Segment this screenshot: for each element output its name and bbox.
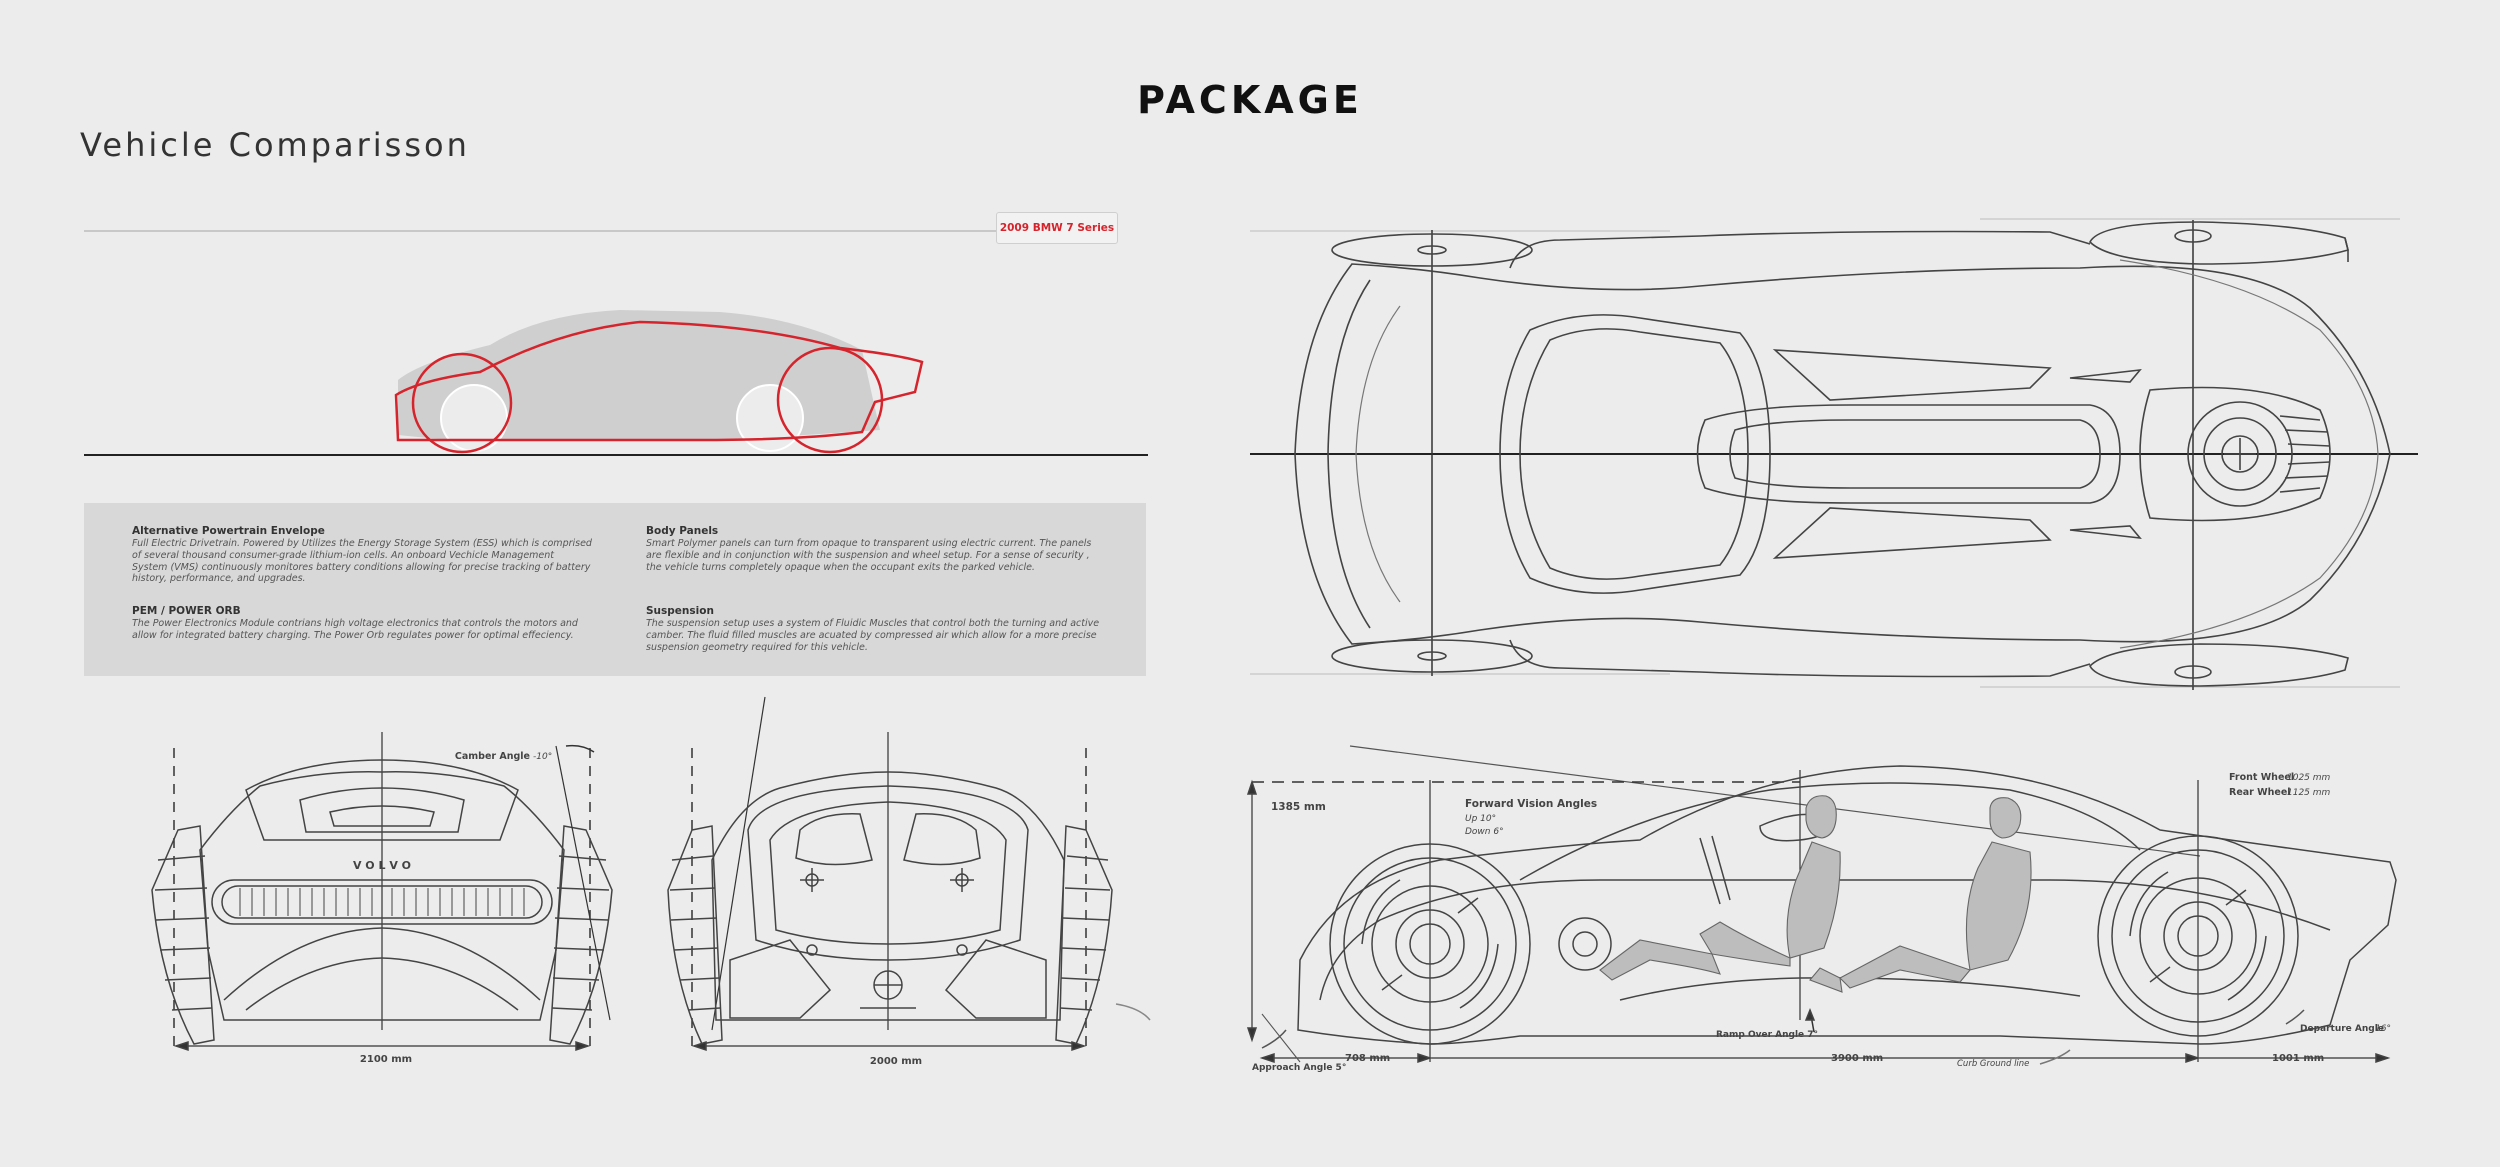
approach-angle-label: Approach Angle 5° xyxy=(1252,1063,1346,1073)
concept-car-outline xyxy=(394,320,924,442)
info-block-pem: PEM / POWER ORB The Power Electronics Mo… xyxy=(132,605,592,642)
side-front-wheel xyxy=(1329,843,1531,1045)
front-right-tire xyxy=(549,825,613,1045)
comparison-badge: 2009 BMW 7 Series xyxy=(996,212,1118,244)
wheelbase-label: 3900 mm xyxy=(1831,1053,1883,1064)
vision-down: Down 6° xyxy=(1465,827,1504,837)
front-grille xyxy=(211,879,553,925)
driver-figure xyxy=(1599,795,1841,981)
info-heading: Alternative Powertrain Envelope xyxy=(132,525,325,537)
rear-width-label: 2000 mm xyxy=(870,1056,922,1067)
concept-rear-wheel xyxy=(776,346,884,454)
top-canopy xyxy=(1499,314,1771,594)
rear-right-fender xyxy=(944,939,1047,1019)
info-block-body-panels: Body Panels Smart Polymer panels can tur… xyxy=(646,525,1106,573)
front-wheel-value: 1025 mm xyxy=(2287,773,2331,783)
vision-title: Forward Vision Angles xyxy=(1465,798,1597,810)
top-front-left-wheel xyxy=(1331,233,1533,267)
info-block-suspension: Suspension The suspension setup uses a s… xyxy=(646,605,1106,653)
info-body: Full Electric Drivetrain. Powered by Uti… xyxy=(132,538,592,585)
rear-body xyxy=(711,771,1065,1021)
info-heading: PEM / POWER ORB xyxy=(132,605,241,617)
concept-front-wheel xyxy=(411,352,513,454)
info-body: The suspension setup uses a system of Fl… xyxy=(646,618,1100,653)
front-brand-lettering: V O L V O xyxy=(353,859,411,872)
ramp-over-angle-label: Ramp Over Angle 7° xyxy=(1716,1030,1818,1040)
power-orb-top xyxy=(2187,401,2293,507)
page-title: PACKAGE xyxy=(1137,78,1363,122)
info-heading: Suspension xyxy=(646,605,714,617)
camber-angle-value: -10° xyxy=(533,752,552,762)
vision-line-up xyxy=(1349,745,2201,857)
reference-rear-wheel xyxy=(736,384,804,452)
top-rear-right-wheel xyxy=(2089,643,2349,687)
rear-overhang-label: 1001 mm xyxy=(2272,1053,2324,1064)
front-wheel-label: Front Wheel xyxy=(2229,772,2294,783)
departure-angle-label: Departure Angle xyxy=(2300,1024,2384,1034)
rear-left-fender xyxy=(729,939,832,1019)
curb-ground-line-label: Curb Ground line xyxy=(1957,1059,2029,1069)
info-block-powertrain: Alternative Powertrain Envelope Full Ele… xyxy=(132,525,592,585)
rear-wheel-value: 1125 mm xyxy=(2287,788,2331,798)
info-body: The Power Electronics Module contrians h… xyxy=(132,618,578,641)
top-body-outline xyxy=(1294,263,2391,645)
info-body: Smart Polymer panels can turn from opaqu… xyxy=(646,538,1092,573)
camber-angle-label: Camber Angle xyxy=(455,751,530,762)
front-overhang-label: 708 mm xyxy=(1345,1053,1390,1064)
section-title: Vehicle Comparisson xyxy=(80,126,470,164)
front-left-tire xyxy=(151,825,215,1045)
front-body xyxy=(199,771,565,1021)
front-width-label: 2100 mm xyxy=(360,1054,412,1065)
top-spine xyxy=(1696,404,2121,504)
side-rear-wheel xyxy=(2097,835,2299,1037)
height-label: 1385 mm xyxy=(1271,801,1326,813)
top-front-right-wheel xyxy=(1331,639,1533,673)
info-panel: Alternative Powertrain Envelope Full Ele… xyxy=(84,503,1146,676)
passenger-figure xyxy=(1809,797,2032,993)
departure-angle-value: 16° xyxy=(2375,1024,2391,1034)
vision-up: Up 10° xyxy=(1465,814,1496,824)
rear-glass xyxy=(747,785,1029,961)
side-power-orb xyxy=(1558,917,1612,971)
rear-wheel-label: Rear Wheel xyxy=(2229,787,2291,798)
info-heading: Body Panels xyxy=(646,525,719,537)
